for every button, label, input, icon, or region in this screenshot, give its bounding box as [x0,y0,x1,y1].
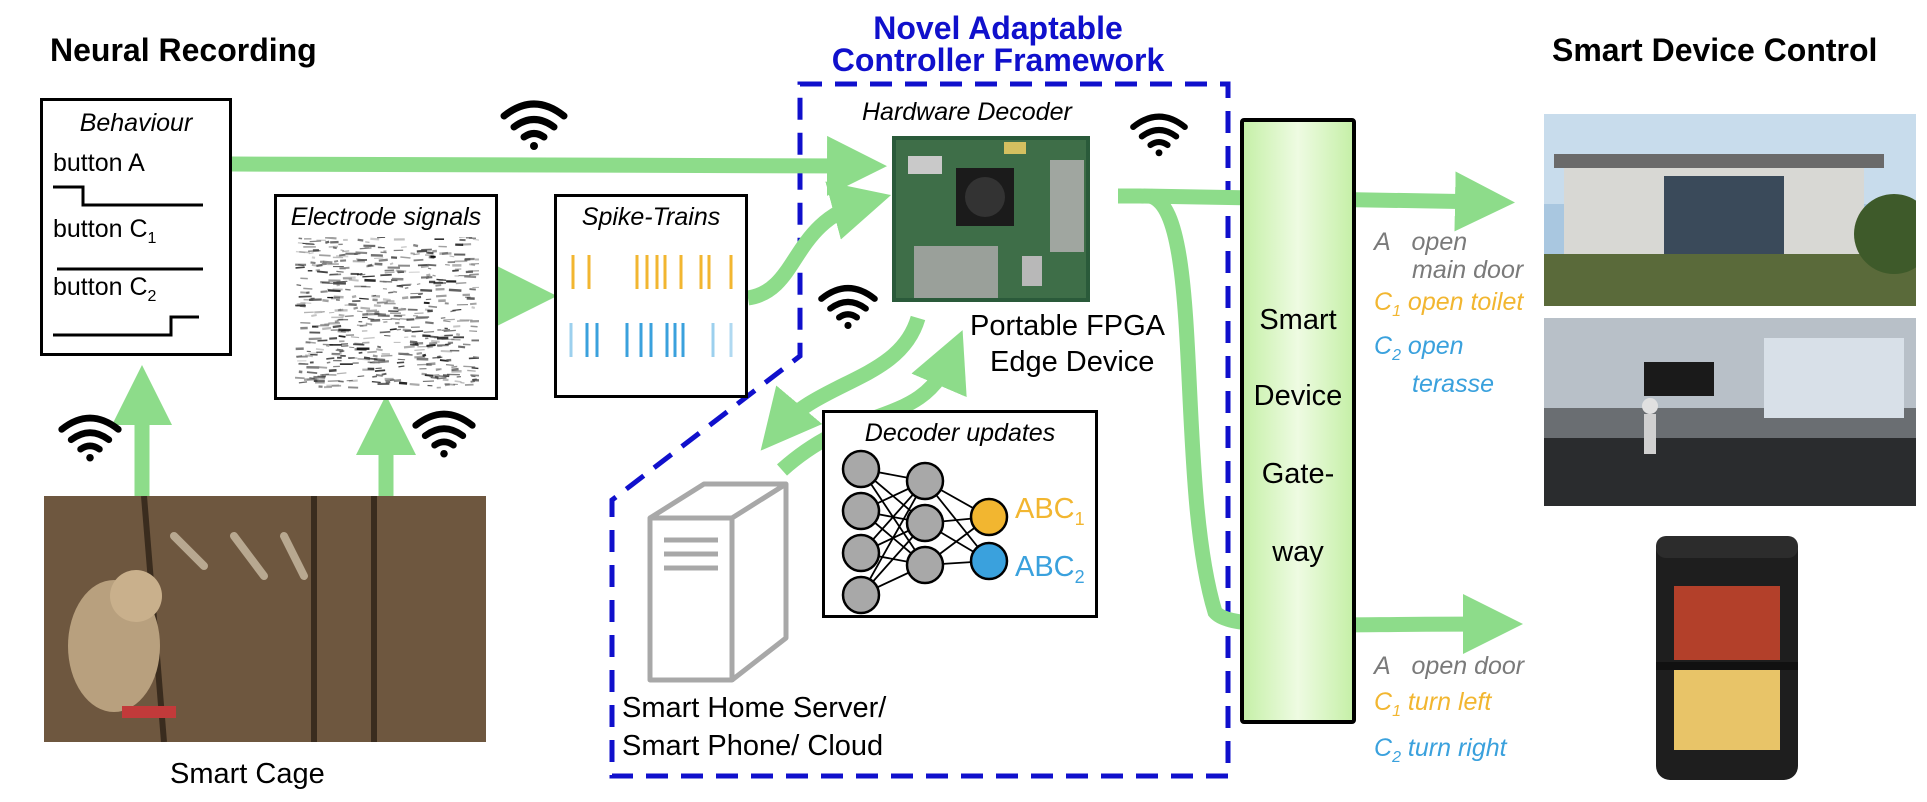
arrow-spikes-to-decoder [746,181,892,306]
decoder-updates-box: Decoder updates ABC1 ABC2 [822,410,1098,618]
arrow-decoder-to-server [760,315,926,451]
house-cmd-c2: C2 open [1374,332,1464,364]
wifi-icon [818,285,878,329]
device-cmd-c1: C1 turn left [1374,688,1492,720]
device-cmd-a: A open door [1374,652,1525,680]
behaviour-title: Behaviour [79,109,193,137]
electrode-title: Electrode signals [290,203,482,231]
spike-trains-box: Spike-Trains [554,194,748,398]
framework-boundary [609,81,1231,779]
electrode-signals-image [295,237,479,389]
spike-title: Spike-Trains [581,203,721,231]
arrow-decoder-to-house [1118,171,1515,232]
wifi-icon [1130,113,1188,157]
device-commands: A open door C1 turn left C2 turn right [1374,648,1524,776]
fpga-board-image [892,136,1090,302]
fpga-label-line2: Edge Device [990,346,1155,378]
smart-device-gateway: Smart Device Gate- way [1240,118,1356,724]
house-photo [1544,114,1916,306]
hardware-decoder-title: Hardware Decoder [862,98,1072,126]
gateway-line1: Smart [1259,304,1337,336]
button-c2-label: button C2 [53,273,157,305]
server-icon [647,481,789,683]
smart-device-control-header: Smart Device Control [1552,32,1878,68]
button-a-label: button A [53,149,145,177]
room-photo [1544,318,1916,506]
behaviour-traces [53,185,203,337]
framework-header-line2: Controller Framework [831,42,1165,78]
smart-cage-label: Smart Cage [170,758,325,790]
house-cmd-c2-line2: terasse [1412,370,1494,398]
neural-recording-header: Neural Recording [50,32,317,68]
house-cmd-a-line2: main door [1412,256,1524,284]
framework-header-line1: Novel Adaptable [873,10,1123,46]
decoder-updates-title: Decoder updates [864,419,1056,447]
gateway-line4: way [1272,536,1324,568]
spike-raster [569,255,733,357]
decoder-output-2: ABC2 [1015,551,1085,587]
neural-network-icon [841,449,1009,615]
wifi-icon [58,414,122,462]
device-cmd-c2: C2 turn right [1374,734,1507,766]
monkey-photo [44,496,486,742]
button-c1-label: button C1 [53,215,157,247]
arrow-behaviour-to-decoder [231,135,887,196]
decoder-output-1: ABC1 [1015,493,1085,529]
wifi-icon [412,410,476,458]
server-label-line2: Smart Phone/ Cloud [622,730,884,762]
gateway-line3: Gate- [1261,458,1335,490]
fpga-label-line1: Portable FPGA [970,310,1166,342]
house-cmd-c1: C1 open toilet [1374,288,1524,320]
electrode-signals-box: Electrode signals [274,194,498,400]
gateway-line2: Device [1253,380,1343,412]
house-commands: A open main door C1 open toilet C2 open … [1374,228,1523,398]
wifi-icon [500,100,568,150]
server-label-line1: Smart Home Server/ [622,692,887,724]
device-photo [1656,536,1798,780]
behaviour-box: Behaviour button A button C1 button C2 [40,98,232,356]
house-cmd-a: A open [1374,228,1468,256]
